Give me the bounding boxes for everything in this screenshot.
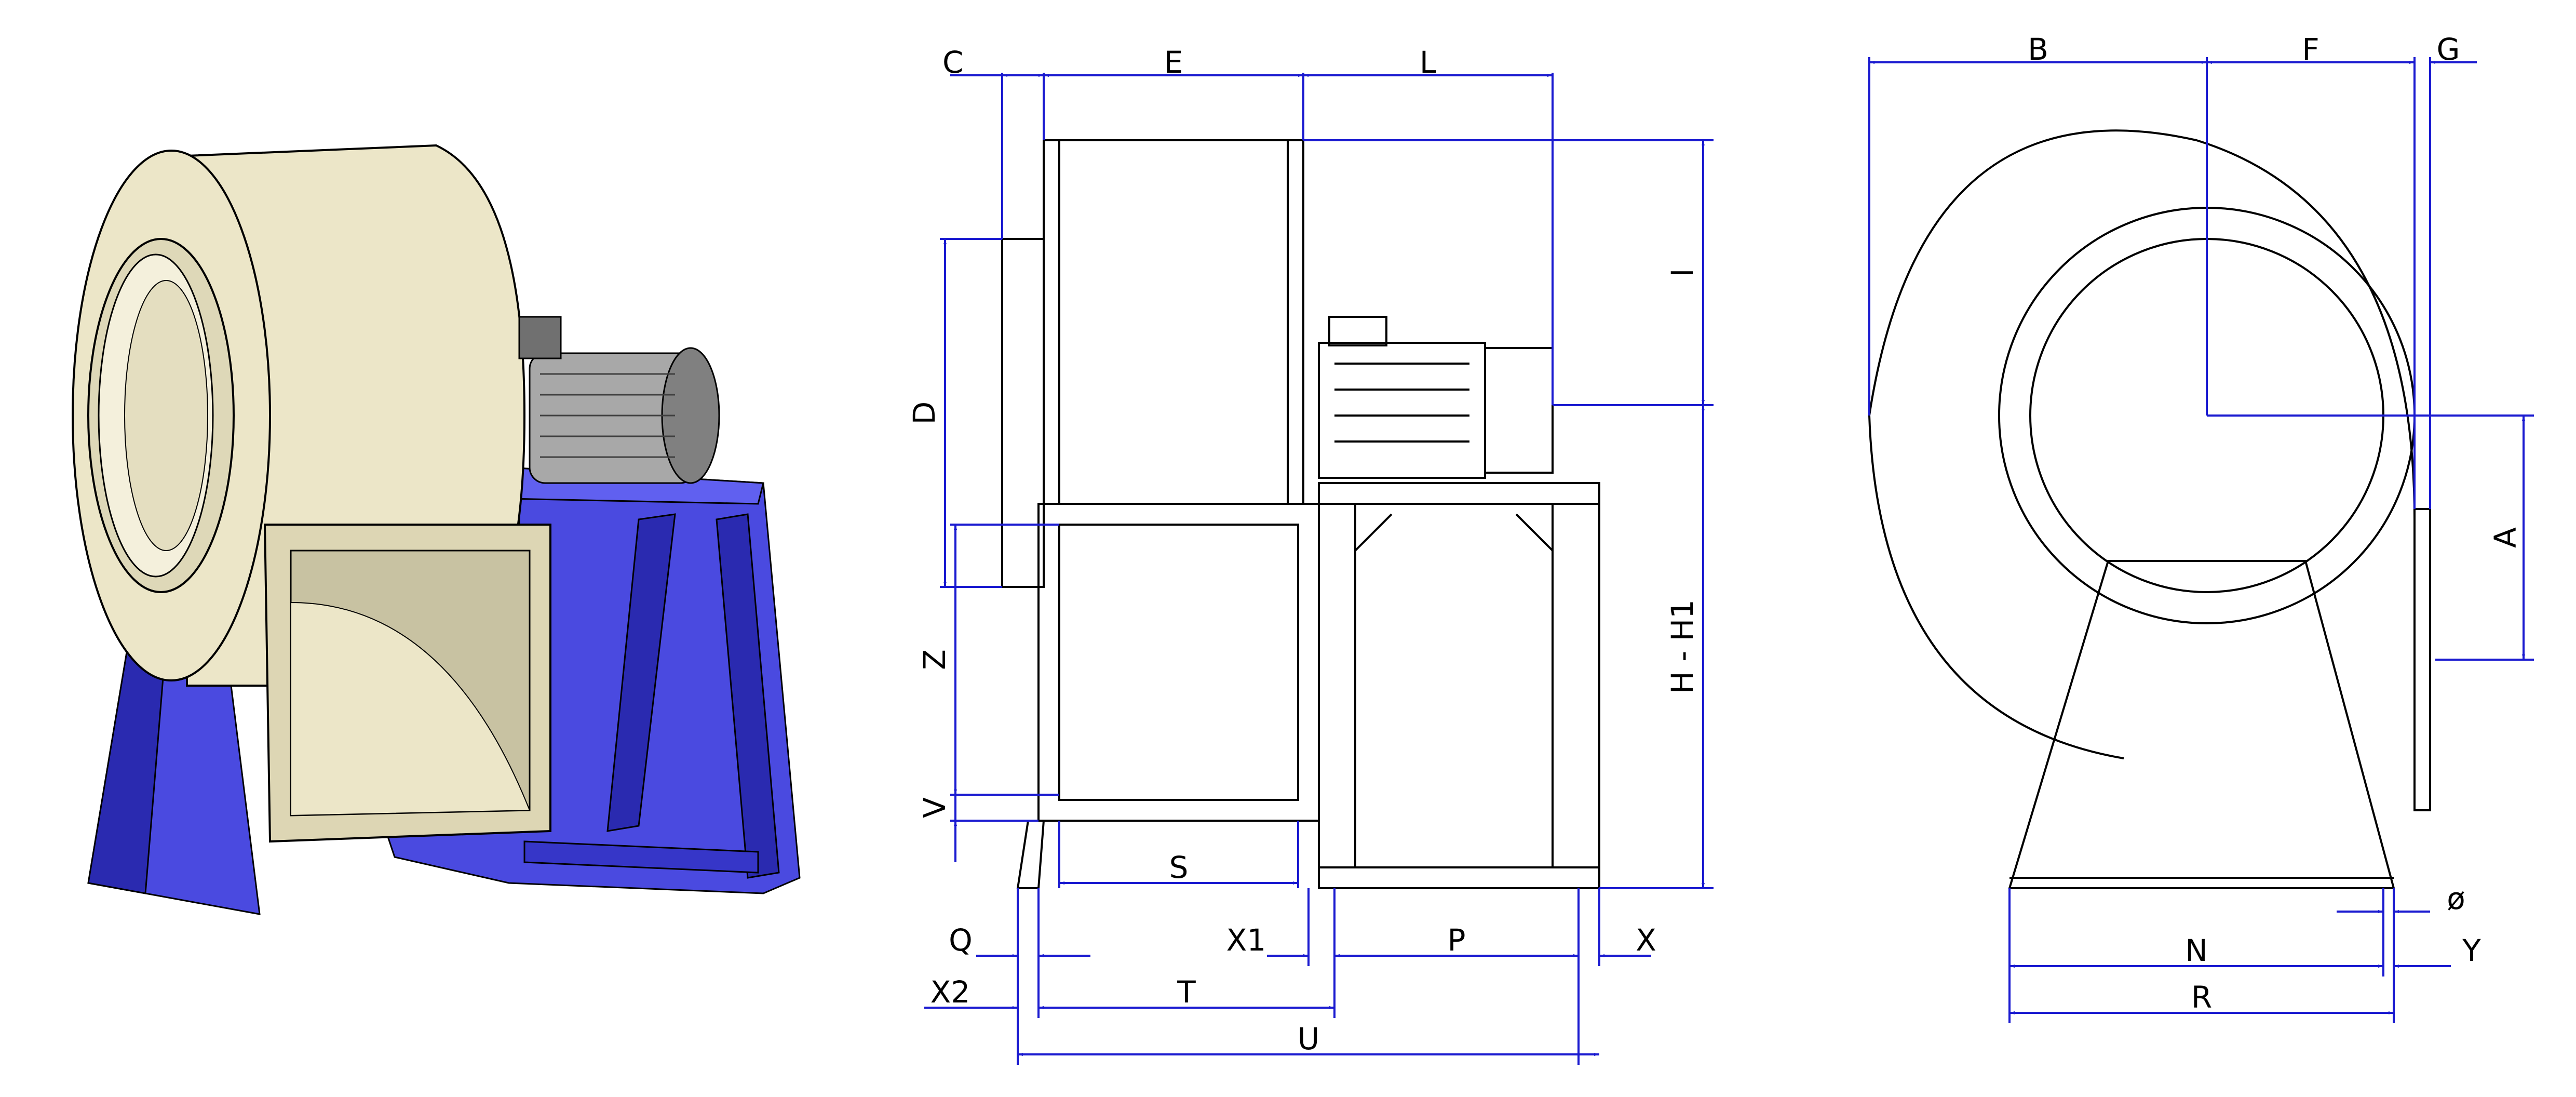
dim-label-y: Y [2462, 933, 2481, 968]
dim-label-d: D [907, 402, 942, 425]
outlet-flange-front [2413, 508, 2431, 811]
dim-label-r: R [2191, 980, 2212, 1015]
electric-motor [518, 316, 720, 484]
outlet-flange-side [1037, 503, 1320, 822]
front-elevation-view [1868, 129, 2431, 889]
dim-label-p: P [1448, 922, 1466, 958]
motor-base-side [1318, 482, 1600, 505]
dim-label-x2: X2 [930, 974, 970, 1010]
dim-label-f: F [2302, 32, 2319, 67]
dim-label-c: C [942, 45, 964, 80]
dim-label-x1: X1 [1226, 922, 1266, 958]
housing-body [1043, 139, 1304, 505]
front-view-labels: B F G A ø N Y R [2028, 32, 2523, 1015]
dim-label-z: Z [917, 649, 952, 670]
side-elevation-view [1001, 139, 1600, 889]
dim-label-b: B [2028, 32, 2048, 67]
front-view-dimensions [1868, 57, 2534, 1023]
outlet-flange [263, 524, 551, 843]
motor-base-frame [383, 466, 801, 894]
dim-label-u: U [1298, 1021, 1319, 1056]
dim-label-g: G [2437, 32, 2460, 67]
dim-label-phi: ø [2447, 881, 2465, 916]
dim-label-t: T [1177, 974, 1196, 1010]
dim-label-q: Q [949, 922, 973, 958]
dim-label-e: E [1164, 45, 1183, 80]
dim-label-h-h1: H - H1 [1665, 599, 1700, 694]
dim-label-i: I [1665, 268, 1700, 277]
isometric-fan-render [72, 144, 801, 915]
dim-label-l: L [1420, 45, 1436, 80]
dim-label-n: N [2185, 933, 2207, 968]
dim-label-x: X [1636, 922, 1656, 958]
dim-label-a: A [2488, 527, 2523, 548]
front-support-leg [2008, 560, 2395, 889]
dim-label-s: S [1169, 850, 1189, 885]
side-view-dimensions [924, 73, 1714, 1065]
side-view-labels: C E L I H - H1 D Z V S Q X1 P X X2 T U [907, 45, 1700, 1056]
volute-outline [1868, 129, 2416, 800]
dim-label-v: V [917, 797, 952, 818]
